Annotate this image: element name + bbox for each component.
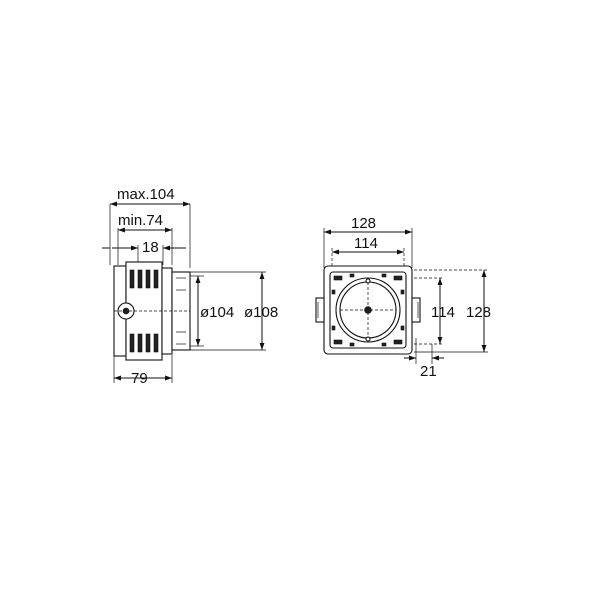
side-view-body xyxy=(113,261,191,361)
side-view: max.104 min.74 18 79 ø104 ø108 xyxy=(102,186,278,387)
dimension-label-79: 79 xyxy=(131,370,148,387)
right-mounting-tab xyxy=(411,297,421,323)
dimension-label-114-width: 114 xyxy=(354,235,378,252)
dimension-label-d108: ø108 xyxy=(244,304,278,321)
frame-notches xyxy=(331,273,405,347)
dimension-label-21: 21 xyxy=(420,363,437,380)
left-mounting-tab xyxy=(315,297,325,323)
front-view: 128 114 114 128 21 xyxy=(315,215,491,380)
dimension-label-18: 18 xyxy=(142,239,159,256)
dimension-label-min: min.74 xyxy=(118,212,163,229)
dimension-label-114-height: 114 xyxy=(431,304,455,321)
dimension-label-max: max.104 xyxy=(117,186,175,203)
dimension-label-128-width: 128 xyxy=(351,215,376,232)
housing-ribs xyxy=(129,269,186,353)
dimension-label-128-height: 128 xyxy=(466,304,491,321)
front-view-body xyxy=(315,265,421,355)
dimension-label-d104: ø104 xyxy=(200,304,234,321)
